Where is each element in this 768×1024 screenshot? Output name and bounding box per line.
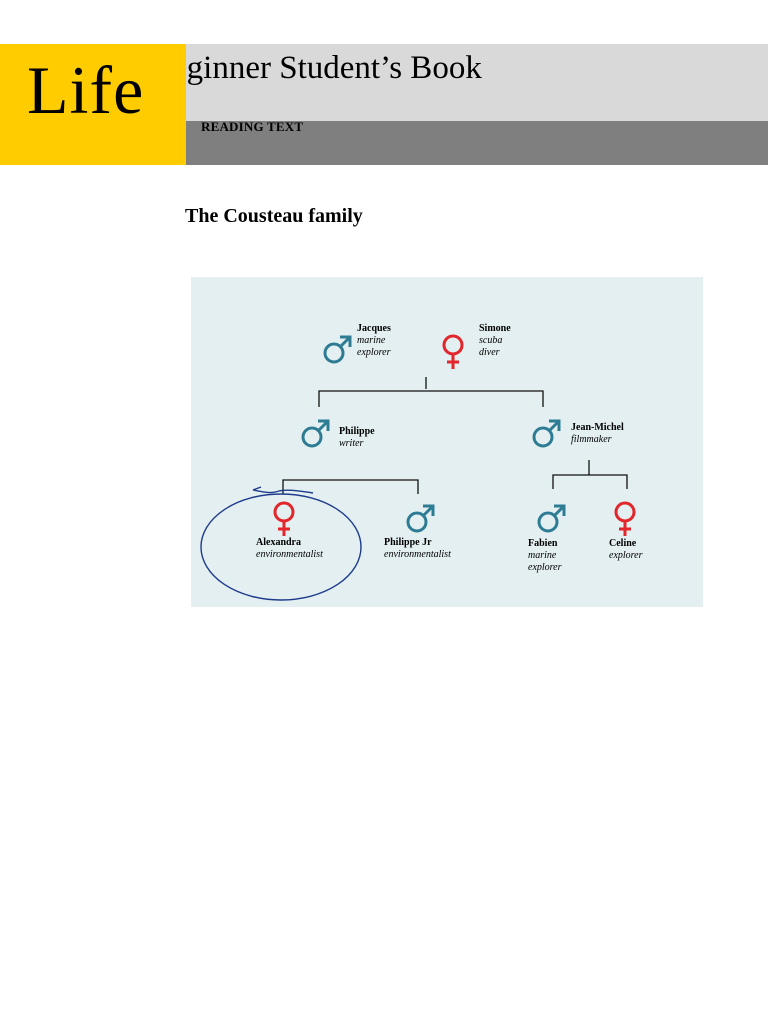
member-name: Jean-Michel xyxy=(571,422,624,433)
book-title: Beginner Student’s Book xyxy=(150,50,482,86)
connector-generation-1 xyxy=(318,390,544,407)
member-name: Celine xyxy=(609,538,637,549)
annotation-circle xyxy=(200,493,362,601)
member-name: Philippe Jr xyxy=(384,537,432,548)
male-symbol-icon xyxy=(537,504,566,533)
book-title-container: Beginner Student’s Book xyxy=(150,44,750,94)
member-name: Alexandra xyxy=(256,537,301,548)
family-tree-diagram: JacquesmarineexplorerSimonescubadiverPhi… xyxy=(200,323,643,601)
member-role: marine xyxy=(357,335,386,346)
member-role: filmmaker xyxy=(571,434,612,445)
female-symbol-icon xyxy=(273,501,295,536)
member-role: environmentalist xyxy=(256,549,323,560)
member-name: Fabien xyxy=(528,538,558,549)
member-role: scuba xyxy=(479,335,502,346)
member-role: marine xyxy=(528,550,557,561)
female-symbol-icon xyxy=(442,334,464,369)
member-role: explorer xyxy=(609,550,643,561)
member-role: explorer xyxy=(528,562,562,573)
female-symbol-icon xyxy=(614,501,636,536)
annotation-tick-end xyxy=(252,486,262,491)
annotation-tick xyxy=(252,489,314,494)
member-name: Jacques xyxy=(357,323,391,334)
member-role: explorer xyxy=(357,347,391,358)
member-role: environmentalist xyxy=(384,549,451,560)
life-logo: Life xyxy=(0,44,186,165)
logo-text: Life xyxy=(27,52,145,128)
male-symbol-icon xyxy=(301,419,330,448)
connector-philippe-children xyxy=(282,479,419,494)
member-name: Simone xyxy=(479,323,511,334)
male-symbol-icon xyxy=(323,335,352,364)
connector-jean-michel-children xyxy=(552,474,628,489)
male-symbol-icon xyxy=(532,419,561,448)
member-role: writer xyxy=(339,438,364,449)
document-heading: The Cousteau family xyxy=(185,205,363,227)
member-name: Philippe xyxy=(339,426,375,437)
section-label: READING TEXT xyxy=(201,119,304,134)
male-symbol-icon xyxy=(406,504,435,533)
member-role: diver xyxy=(479,347,500,358)
